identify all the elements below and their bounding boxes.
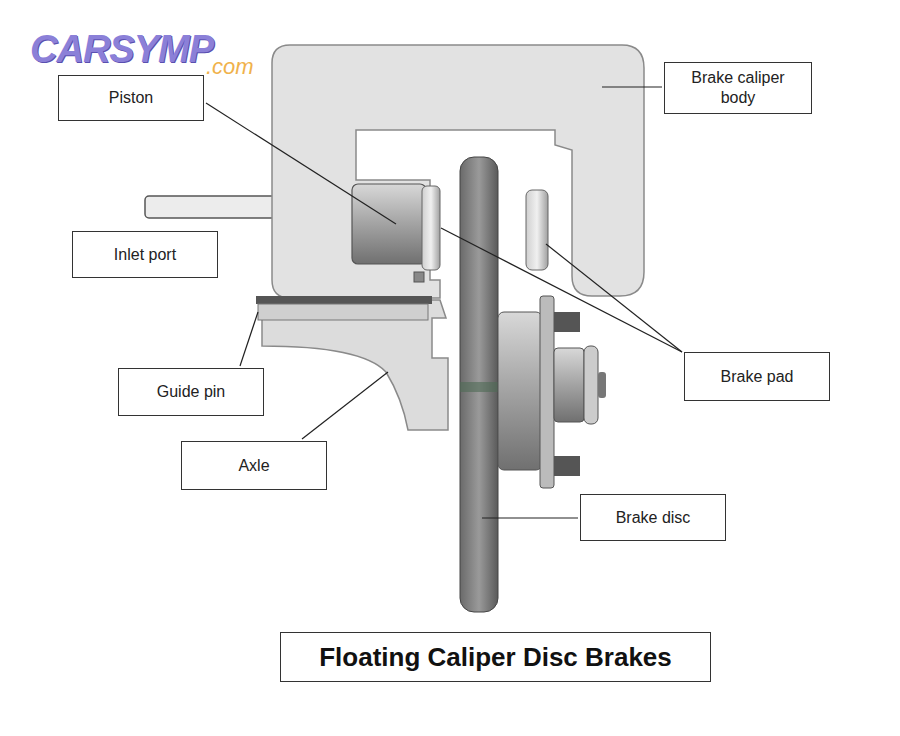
watermark: CARSYMP [30,30,213,68]
callout-box: Guide pin [118,368,264,416]
callout-box: Brake caliper body [664,62,812,114]
part-label: Brake disc [616,508,691,528]
leader-line [302,372,388,439]
callout-box: Brake disc [580,494,726,541]
caliper-body [272,45,644,298]
axle-end [598,372,606,398]
caption-box: Floating Caliper Disc Brakes [280,632,711,682]
disc-band [460,382,498,392]
callout-box: Axle [181,441,327,490]
leader-line [206,103,396,224]
leader-line [546,244,682,352]
brake-disc [460,157,498,612]
part-label: Guide pin [157,382,226,402]
callout-box: Inlet port [72,231,218,278]
hub [498,312,542,470]
caption: Floating Caliper Disc Brakes [319,642,672,673]
wheel-stud [554,456,580,476]
part-label: Brake caliper body [673,68,803,108]
guide-sleeve [258,304,428,320]
hub-cap [584,346,598,424]
watermark: .com [206,56,254,78]
callout-box: Piston [58,75,204,121]
hub-flange [540,296,554,488]
wheel-stud [554,312,580,332]
callout-box: Brake pad [684,352,830,401]
part-label: Axle [238,456,269,476]
hub-nut [554,348,584,422]
leader-line [602,86,662,87]
leader-line [441,228,682,352]
outer-pad [526,190,548,270]
part-label: Inlet port [114,245,176,265]
part-label: Piston [109,88,153,108]
piston-seal [414,272,424,282]
guide-pin [256,296,432,304]
piston [352,184,426,264]
inner-pad [422,186,440,270]
leader-line [240,312,258,366]
leader-line [482,517,578,518]
part-label: Brake pad [721,367,794,387]
